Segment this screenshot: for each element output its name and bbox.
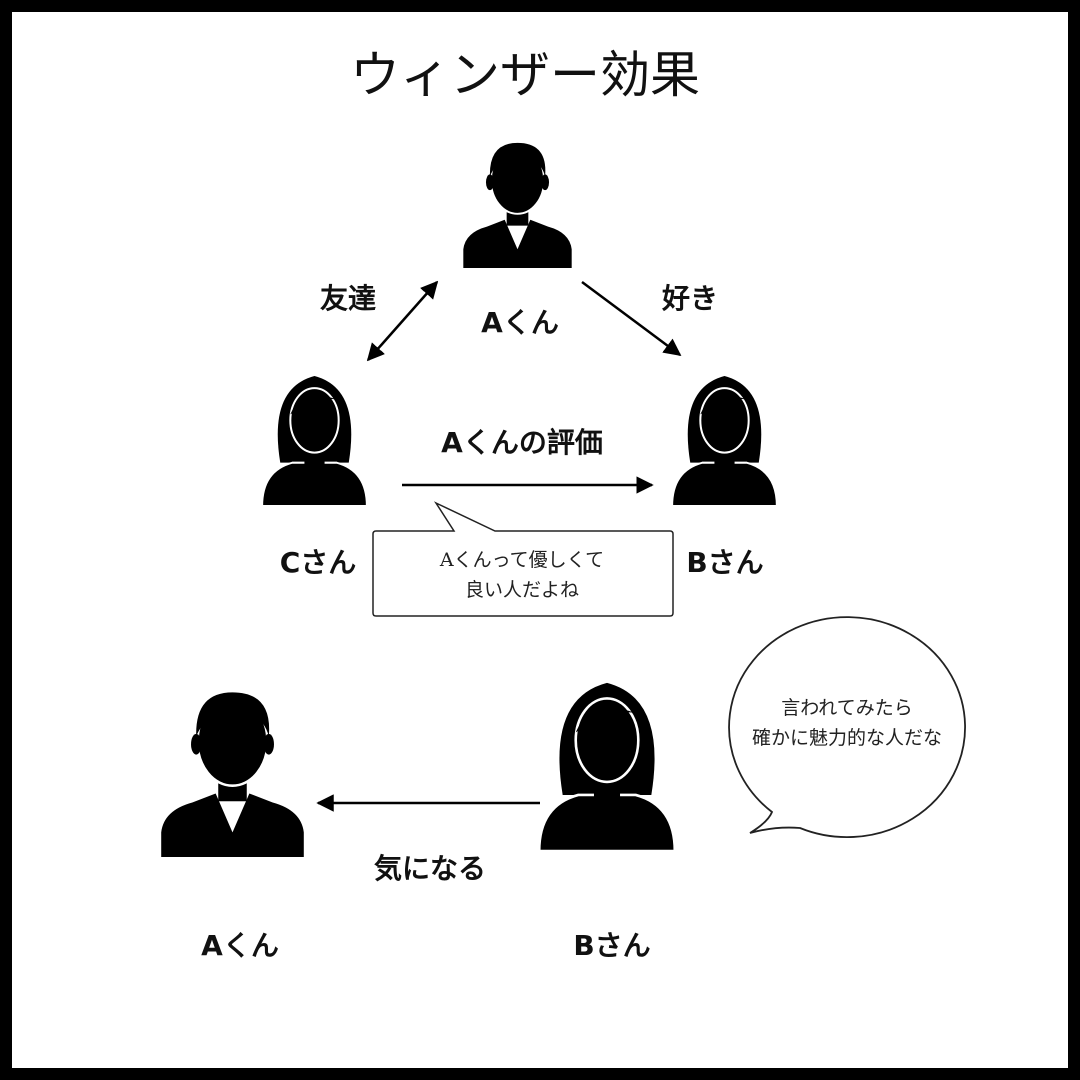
label-b-bottom: Bさん [573, 929, 650, 962]
friends-arrow [366, 280, 439, 362]
bubble-c-line1: Aくんって優しくて [439, 549, 604, 571]
label-a-top: Aくん [481, 306, 559, 339]
label-c-san: Cさん [280, 546, 357, 579]
speech-bubble-c: Aくんって優しくて 良い人だよね [372, 501, 674, 617]
label-friends: 友達 [320, 282, 376, 315]
label-a-bottom: Aくん [201, 929, 279, 962]
label-b-san: Bさん [686, 546, 763, 579]
bubble-b-line2: 確かに魅力的な人だな [752, 727, 942, 749]
bubble-c-line2: 良い人だよね [465, 579, 579, 601]
label-curious: 気になる [374, 852, 486, 885]
label-likes: 好き [661, 282, 718, 315]
likes-arrow [581, 280, 682, 357]
title: ウィンザー効果 [350, 46, 700, 104]
label-evaluation: Aくんの評価 [441, 426, 603, 459]
speech-bubble-b: 言われてみたら 確かに魅力的な人だな [728, 616, 966, 838]
bubble-b-line1: 言われてみたら [781, 697, 912, 719]
